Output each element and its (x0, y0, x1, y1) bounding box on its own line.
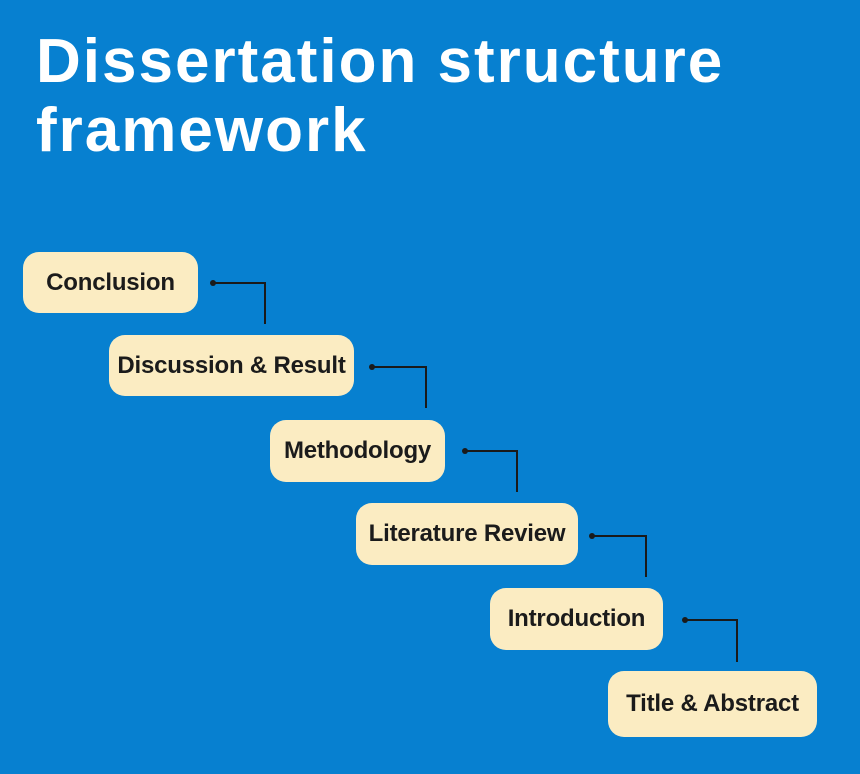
connector-horizontal-line (686, 619, 738, 621)
step-box-conclusion: Conclusion (23, 252, 198, 313)
connector-horizontal-line (214, 282, 266, 284)
connector-vertical-line (425, 366, 427, 408)
step-label-title-abstract: Title & Abstract (626, 690, 799, 717)
connector-horizontal-line (466, 450, 518, 452)
connector-vertical-line (264, 282, 266, 324)
connector-dot (682, 617, 688, 623)
connector-dot (369, 364, 375, 370)
connector-vertical-line (516, 450, 518, 492)
connector-horizontal-line (593, 535, 647, 537)
connector-dot (589, 533, 595, 539)
step-box-literature-review: Literature Review (356, 503, 578, 565)
step-box-methodology: Methodology (270, 420, 445, 482)
step-label-methodology: Methodology (283, 437, 432, 464)
connector-dot (462, 448, 468, 454)
step-label-discussion-result: Discussion & Result (117, 351, 346, 379)
step-box-introduction: Introduction (490, 588, 663, 650)
step-label-literature-review: Literature Review (368, 520, 566, 547)
connector-dot (210, 280, 216, 286)
step-box-discussion-result: Discussion & Result (109, 335, 354, 396)
connector-vertical-line (645, 535, 647, 577)
page-title: Dissertation structure framework (36, 27, 725, 165)
connector-vertical-line (736, 619, 738, 662)
connector-horizontal-line (373, 366, 427, 368)
step-box-title-abstract: Title & Abstract (608, 671, 817, 737)
step-label-introduction: Introduction (507, 605, 646, 632)
step-label-conclusion: Conclusion (46, 268, 175, 296)
